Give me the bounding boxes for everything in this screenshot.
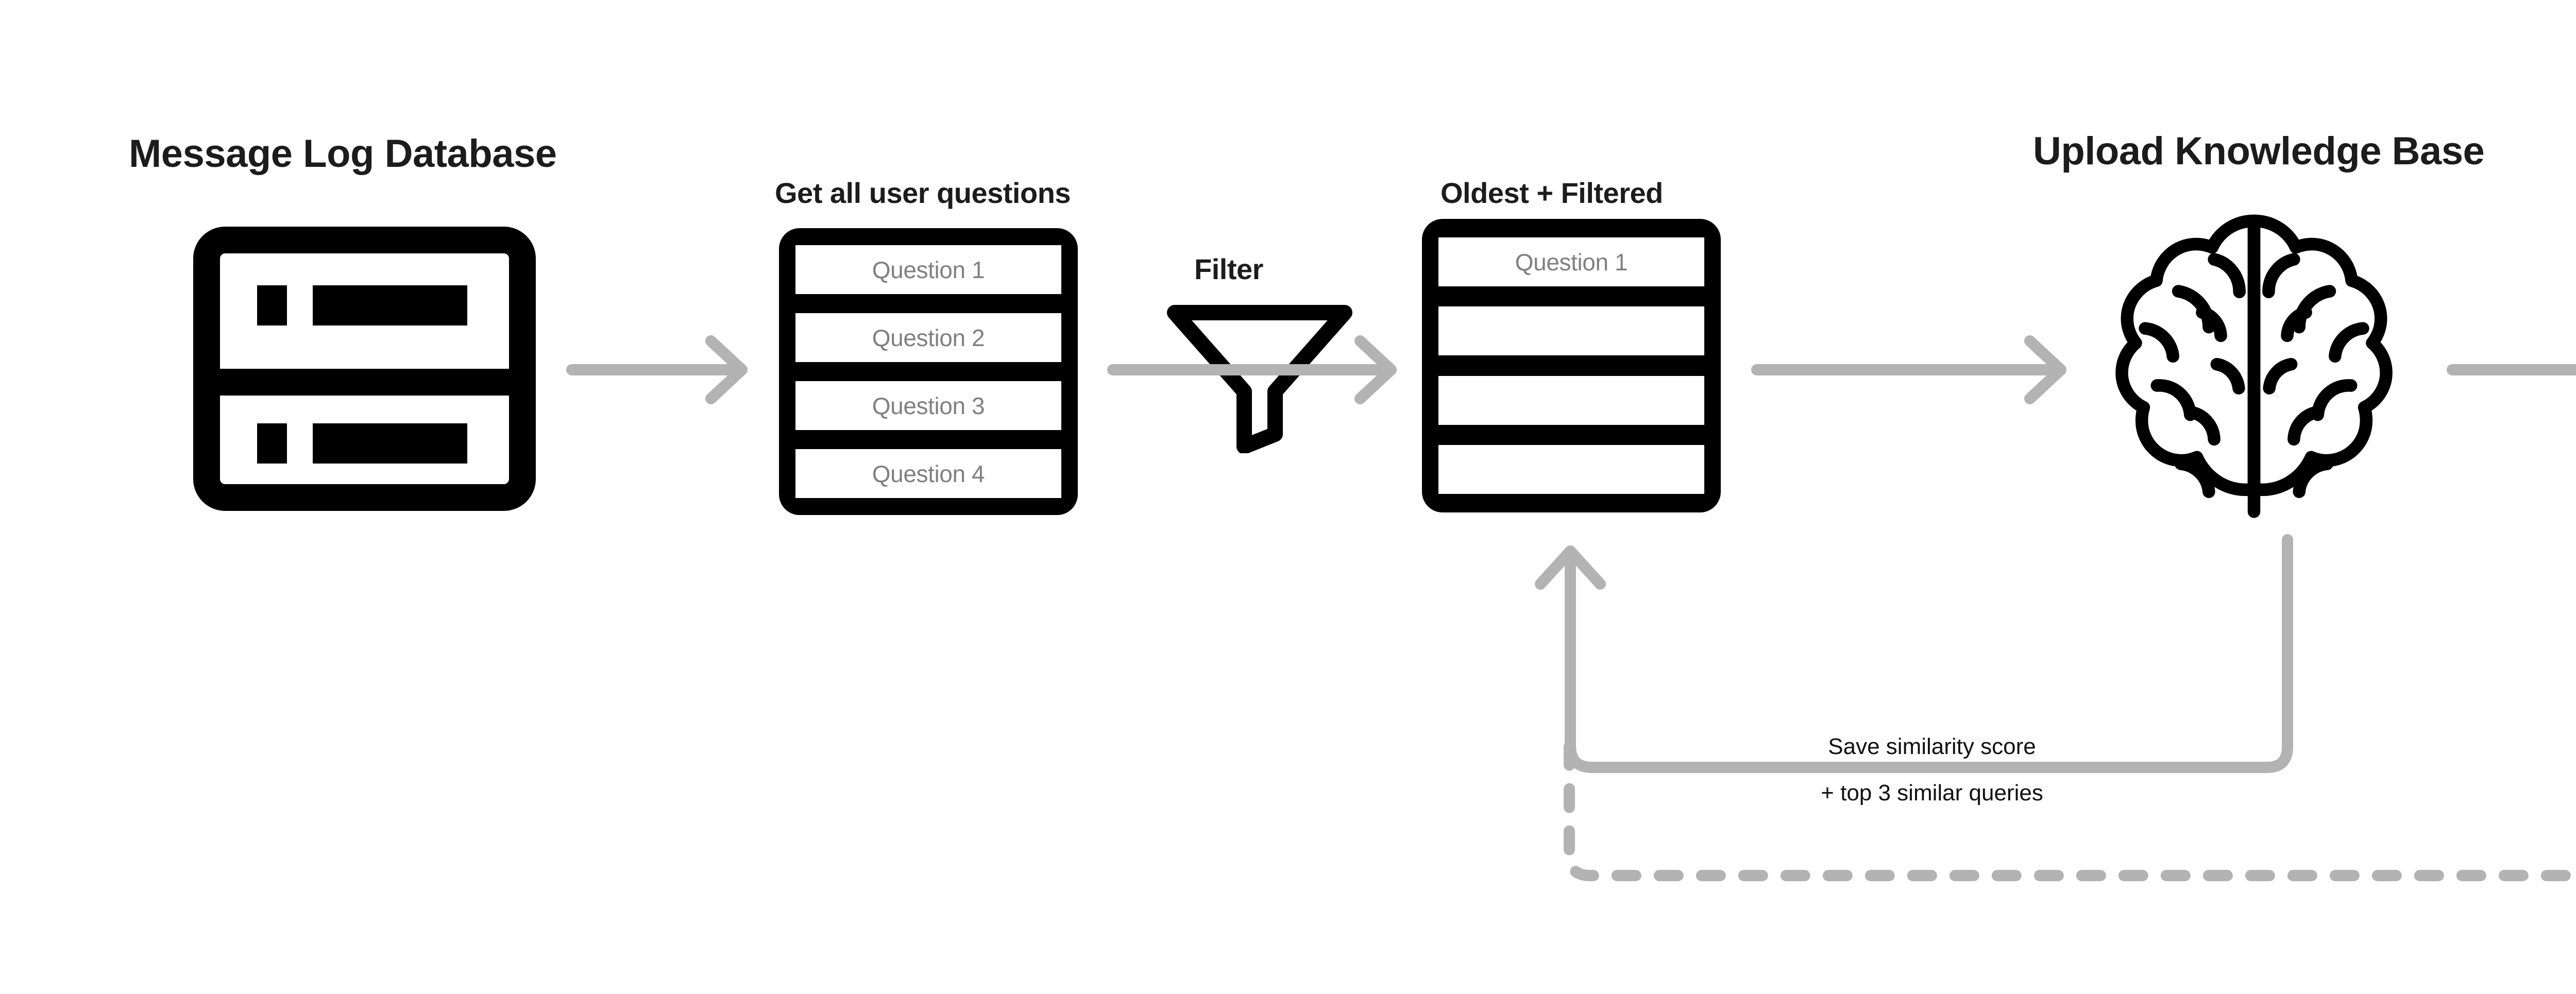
funnel-filter-icon [1159, 301, 1360, 454]
question-label: Question 3 [872, 392, 985, 419]
database-bar-top [313, 285, 467, 325]
database-row-bottom [220, 423, 509, 464]
database-led-bottom [257, 423, 287, 464]
database-icon [193, 227, 536, 511]
question-label: Question 1 [1515, 248, 1628, 276]
title-oldest-filtered: Oldest + Filtered [1440, 177, 1663, 209]
list-item[interactable] [1438, 375, 1704, 425]
arrow-right-icon [2447, 364, 2576, 375]
database-bar-bottom [313, 423, 467, 464]
list-item[interactable]: Question 3 [795, 381, 1061, 430]
database-divider [220, 369, 509, 396]
question-label: Question 1 [872, 256, 985, 283]
oldest-filtered-list: Question 1 [1422, 219, 1721, 512]
question-label: Question 2 [872, 324, 985, 351]
database-row-top [220, 285, 509, 325]
arrow-right-icon [566, 335, 748, 404]
feedback-loop-dashed [1564, 740, 2576, 881]
list-item[interactable]: Question 4 [795, 449, 1061, 498]
arrow-right-icon [1751, 335, 2066, 404]
title-message-log-database: Message Log Database [129, 132, 557, 176]
loop-label-line-2: + top 3 similar queries [1821, 780, 2043, 806]
title-filter: Filter [1194, 253, 1263, 285]
question-label: Question 4 [872, 460, 985, 487]
list-item[interactable]: Question 2 [795, 313, 1061, 362]
title-get-all-user-questions: Get all user questions [775, 177, 1071, 209]
loop-label-line-1: Save similarity score [1828, 734, 2036, 759]
title-upload-knowledge-base: Upload Knowledge Base [2033, 129, 2485, 173]
list-item[interactable]: Question 1 [795, 245, 1061, 294]
list-item[interactable]: Question 1 [1438, 237, 1704, 286]
feedback-loop-solid [1535, 534, 2293, 773]
database-led-top [257, 285, 287, 325]
list-item[interactable] [1438, 444, 1704, 494]
list-item[interactable] [1438, 306, 1704, 356]
all-questions-list: Question 1 Question 2 Question 3 Questio… [779, 228, 1078, 515]
brain-icon [2084, 198, 2424, 538]
